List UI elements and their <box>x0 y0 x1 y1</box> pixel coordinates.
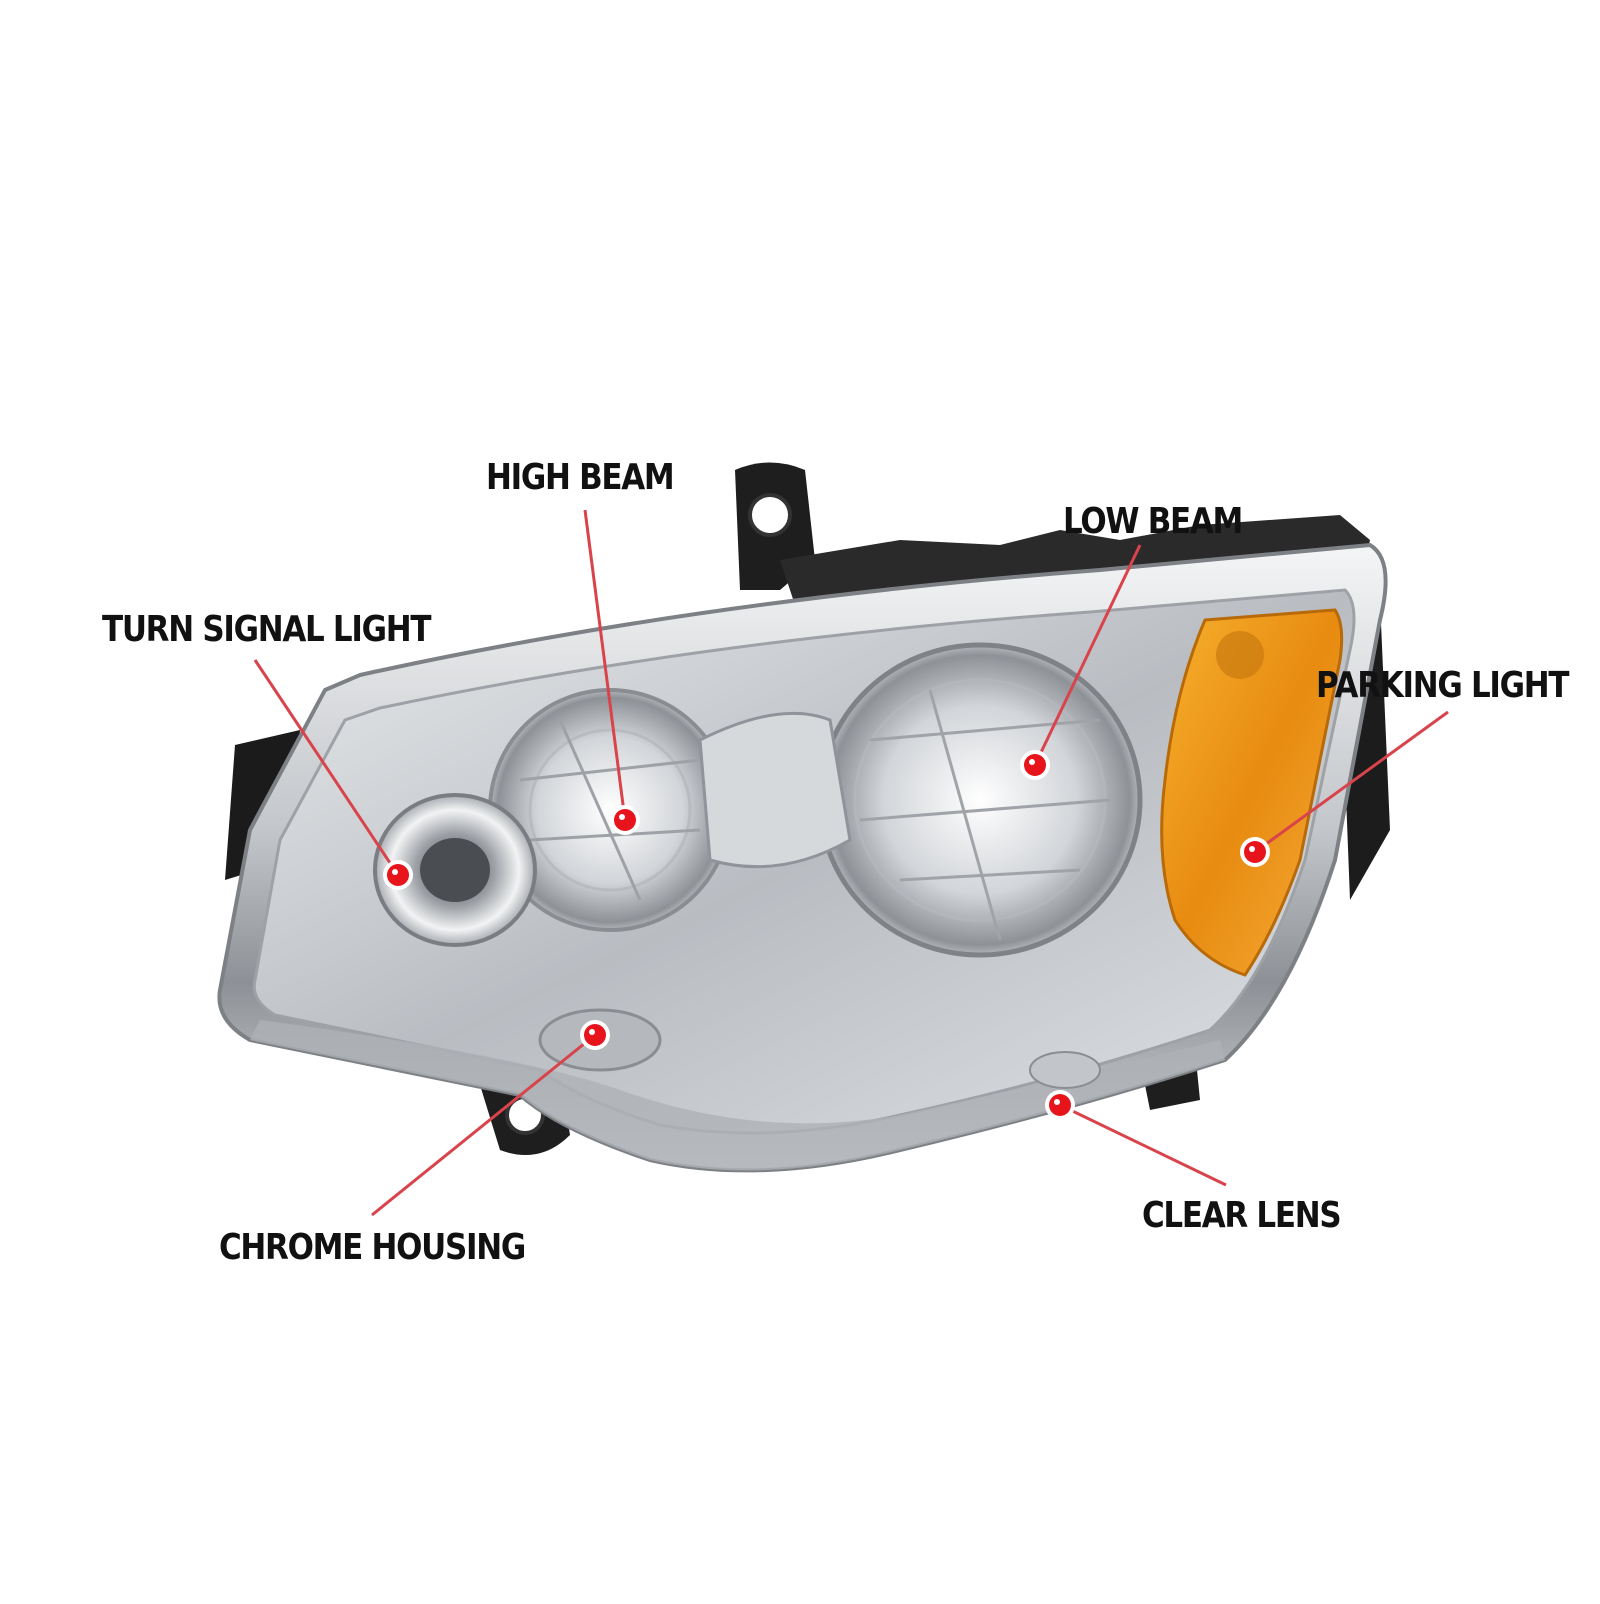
parking-light-leader-line <box>1254 710 1449 854</box>
low-beam-leader-line <box>1033 544 1142 766</box>
low-beam-marker <box>1024 754 1046 776</box>
high-beam-leader-line <box>583 509 627 821</box>
turn-signal-light-marker <box>387 864 409 886</box>
high-beam-label: HIGH BEAM <box>486 457 675 498</box>
low-beam-reflector <box>817 642 1143 958</box>
low-beam-label: LOW BEAM <box>1063 501 1243 542</box>
parking-light-marker-highlight <box>1249 846 1255 852</box>
high-beam-marker <box>614 809 636 831</box>
leader-lines <box>253 509 1449 1217</box>
turn-signal-light-leader-line <box>253 659 400 876</box>
callout-markers <box>383 750 1270 1120</box>
turn-signal-light-label: TURN SIGNAL LIGHT <box>102 609 431 650</box>
chrome-housing-label: CHROME HOUSING <box>219 1227 526 1268</box>
chrome-housing-marker-highlight <box>589 1029 595 1035</box>
parking-light-marker <box>1244 841 1266 863</box>
clear-lens-marker <box>1049 1094 1071 1116</box>
parking-light-label: PARKING LIGHT <box>1316 665 1569 706</box>
clear-lens-leader-line <box>1059 1103 1227 1187</box>
low-beam-marker-highlight <box>1029 759 1035 765</box>
clear-lens-marker-highlight <box>1054 1099 1060 1105</box>
chrome-housing-leader-line <box>371 1033 596 1217</box>
chrome-housing-marker <box>584 1024 606 1046</box>
amber-lens <box>1160 608 1344 977</box>
turn-signal-projector <box>373 793 537 947</box>
clear-lens-label: CLEAR LENS <box>1142 1195 1342 1236</box>
high-beam-marker-highlight <box>619 814 625 820</box>
turn-signal-light-marker-highlight <box>392 869 398 875</box>
